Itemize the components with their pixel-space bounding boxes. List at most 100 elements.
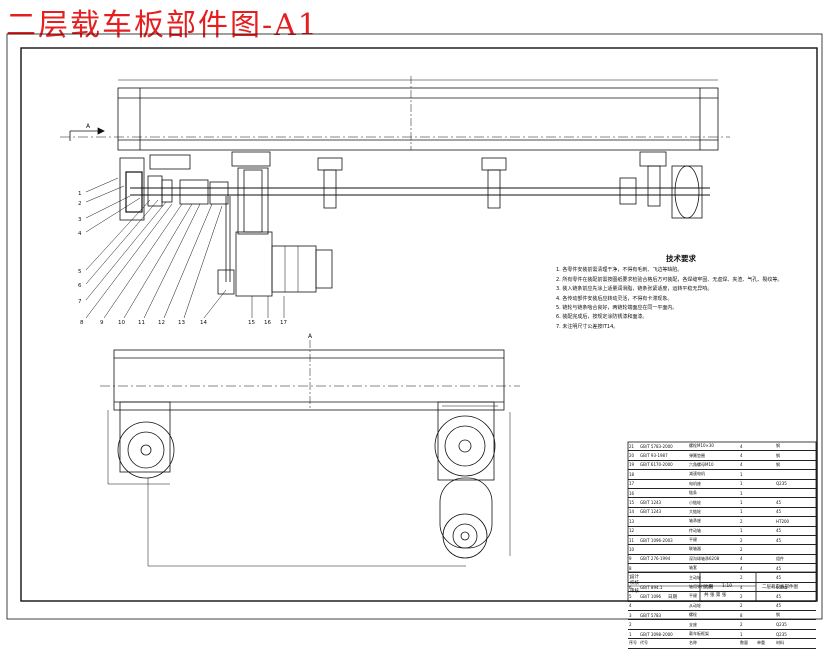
bom-cell: 3 (629, 612, 632, 618)
bom-cell: GB/T 1243 (640, 509, 662, 515)
bom-cell: 45 (776, 575, 782, 581)
bom-cell: 45 (776, 528, 782, 534)
bom-row: 18 减速电机 1 (628, 470, 816, 480)
balloon: 17 (280, 320, 287, 326)
bom-cell: 1 (740, 490, 743, 496)
front-view (100, 340, 520, 567)
bom-cell: 小链轮 (689, 499, 701, 505)
bom-cell: 1 (740, 471, 743, 477)
balloon: 2 (78, 201, 82, 207)
bom-cell: 45 (776, 500, 782, 506)
bom-cell: 1 (629, 631, 632, 637)
bom-cell: 主动轮 (689, 574, 701, 580)
bom-cell: 钢 (776, 452, 780, 458)
bom-cell: 平键 (689, 593, 697, 599)
technical-notes: 技术要求 1. 各零件安装前需清理干净，不得有毛刺、飞边等缺陷。 2. 所有零件… (556, 254, 806, 332)
balloon: 9 (100, 320, 104, 326)
bom-cell: 2 (740, 603, 743, 609)
bom-cell: Q235 (776, 631, 787, 637)
bom-row: 9 GB/T 276-1994 深沟球轴承6208 4 组件 (628, 555, 816, 565)
bom-cell: GB/T 1096-2003 (640, 537, 673, 543)
bom-cell: GB/T 6170-2000 (640, 462, 673, 468)
section-mark-front: A (308, 333, 313, 340)
bom-cell: 轴套 (689, 565, 697, 571)
balloon: 6 (78, 283, 82, 289)
balloon: 10 (118, 320, 125, 326)
bom-cell: GB/T 1096 (640, 593, 662, 599)
tb-scale: 1:10 (722, 584, 733, 589)
balloon: 8 (80, 320, 84, 326)
tb-date-label: 日期 (668, 595, 677, 600)
bom-cell: 1 (740, 500, 743, 506)
tb-scale-label: 比例 (704, 585, 713, 590)
bom-cell: 支座 (689, 621, 697, 627)
bom-cell: 8 (740, 612, 743, 618)
note-line: 4. 各传动部件安装后应转动灵活，不得有卡滞现象。 (556, 295, 673, 302)
balloon: 13 (178, 320, 185, 326)
top-beam (117, 87, 719, 151)
bom-cell: 钢 (776, 612, 780, 618)
section-mark-top: A (86, 123, 91, 130)
balloon: 15 (248, 320, 255, 326)
bom-cell: 4 (740, 556, 743, 562)
bom-cell: 螺栓 (689, 612, 697, 618)
bom-cell: 15 (629, 500, 635, 506)
bom-cell: 18 (629, 471, 635, 477)
bom-cell: 6 (629, 584, 632, 590)
bom-cell: 代号 (640, 640, 648, 646)
bom-cell: HT200 (776, 518, 790, 524)
front-beam (113, 349, 505, 411)
part-balloons: 1 2 3 4 5 6 7 8 9 10 11 12 13 14 15 16 1… (78, 191, 287, 326)
bom-cell: 弹簧垫圈 (689, 452, 705, 458)
bom-cell: 14 (629, 509, 635, 515)
bom-cell: 65Mn (776, 584, 788, 590)
bom-cell: GB/T 3098-2000 (640, 631, 673, 637)
bom-cell: 45 (776, 593, 782, 599)
bom-cell: 9 (629, 556, 632, 562)
bom-cell: GB/T 276-1994 (640, 556, 671, 562)
balloon: 7 (78, 299, 82, 305)
bom-cell: 减速电机 (689, 471, 705, 477)
bom-cell: 链条 (689, 490, 697, 496)
bom-row: 1 GB/T 3098-2000 载车板框架 1 Q235 (628, 630, 816, 640)
bom-cell: 5 (629, 593, 632, 599)
bom-cell: 2 (740, 537, 743, 543)
bom-cell: Q235 (776, 622, 787, 628)
bom-cell: 组件 (776, 555, 784, 561)
bom-cell: 8 (629, 565, 632, 571)
bom-cell: 16 (629, 490, 635, 496)
bom-cell: 4 (629, 603, 632, 609)
balloon: 1 (78, 191, 82, 197)
bom-cell: 4 (740, 443, 743, 449)
note-line: 7. 未注明尺寸公差按IT14。 (556, 323, 619, 330)
bom-cell: 45 (776, 509, 782, 515)
bom-cell: 联轴器 (689, 546, 701, 552)
bom-cell: 11 (629, 537, 635, 543)
bom-cell: 13 (629, 518, 635, 524)
bom-cell: 传动轴 (689, 527, 701, 533)
bom-cell: 1 (740, 509, 743, 515)
bom-cell: 4 (740, 565, 743, 571)
bom-cell: 大链轮 (689, 508, 701, 514)
note-line: 1. 各零件安装前需清理干净，不得有毛刺、飞边等缺陷。 (556, 267, 683, 274)
bom-cell: 2 (740, 518, 743, 524)
bom-cell: 1 (740, 631, 743, 637)
bom-cell: 2 (740, 593, 743, 599)
notes-heading: 技术要求 (666, 254, 696, 263)
bom-cell: 载车板框架 (689, 631, 709, 636)
balloon: 16 (264, 320, 271, 326)
bom-cell: 2 (740, 546, 743, 552)
bom-cell: 2 (740, 575, 743, 581)
bom-cell: 21 (629, 443, 635, 449)
note-line: 3. 装入链条前应先涂上适量润滑脂，链条张紧适度，运转平稳无异响。 (556, 286, 713, 293)
bom-cell: 钢 (776, 461, 780, 467)
bom-cell: 深沟球轴承6208 (689, 555, 720, 561)
top-view (60, 76, 730, 319)
